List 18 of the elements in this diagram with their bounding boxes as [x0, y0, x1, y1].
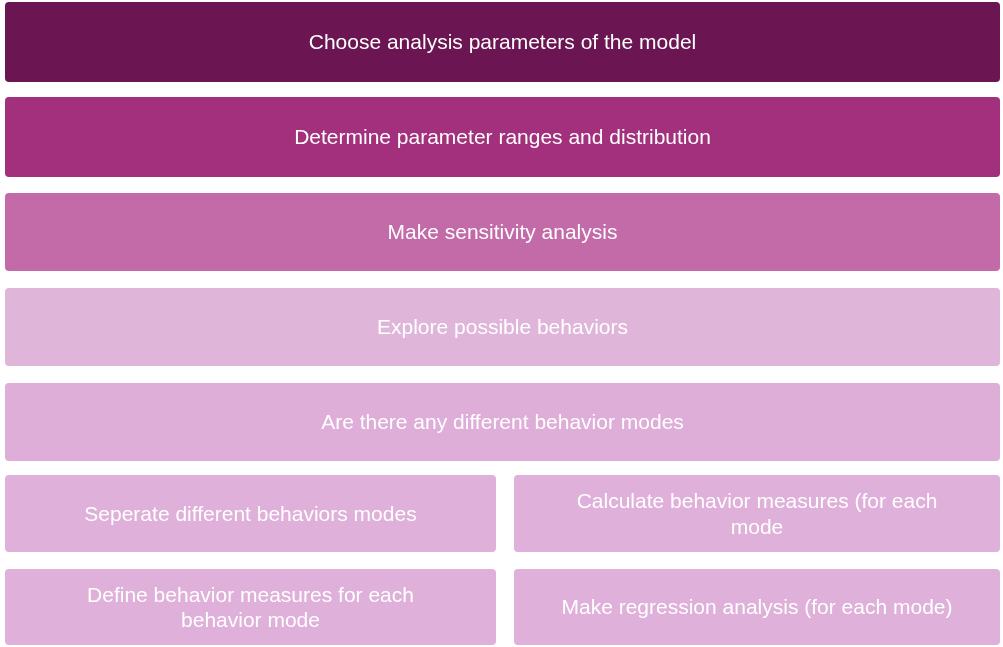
- step-box: [5, 2, 1000, 82]
- step-label: Choose analysis parameters of the model: [308, 29, 697, 55]
- step-label: Explore possible behaviors: [377, 314, 628, 340]
- step-box: [5, 569, 496, 645]
- step-label: Make regression analysis (for each mode): [561, 594, 953, 620]
- step-box: [5, 383, 1000, 461]
- step-box: [5, 475, 496, 552]
- step-label: Make sensitivity analysis: [387, 219, 618, 245]
- step-label: Are there any different behavior modes: [321, 409, 684, 435]
- step-box: [514, 475, 1000, 552]
- step-label: Calculate behavior measures (for each mode: [575, 488, 939, 539]
- step-box: [514, 569, 1000, 645]
- step-box: [5, 193, 1000, 271]
- step-box: [5, 97, 1000, 177]
- step-label: Determine parameter ranges and distribution: [294, 124, 711, 150]
- step-label: Seperate different behaviors modes: [84, 500, 417, 527]
- step-box: [5, 288, 1000, 366]
- step-label: Define behavior measures for each behavior mode: [86, 581, 415, 633]
